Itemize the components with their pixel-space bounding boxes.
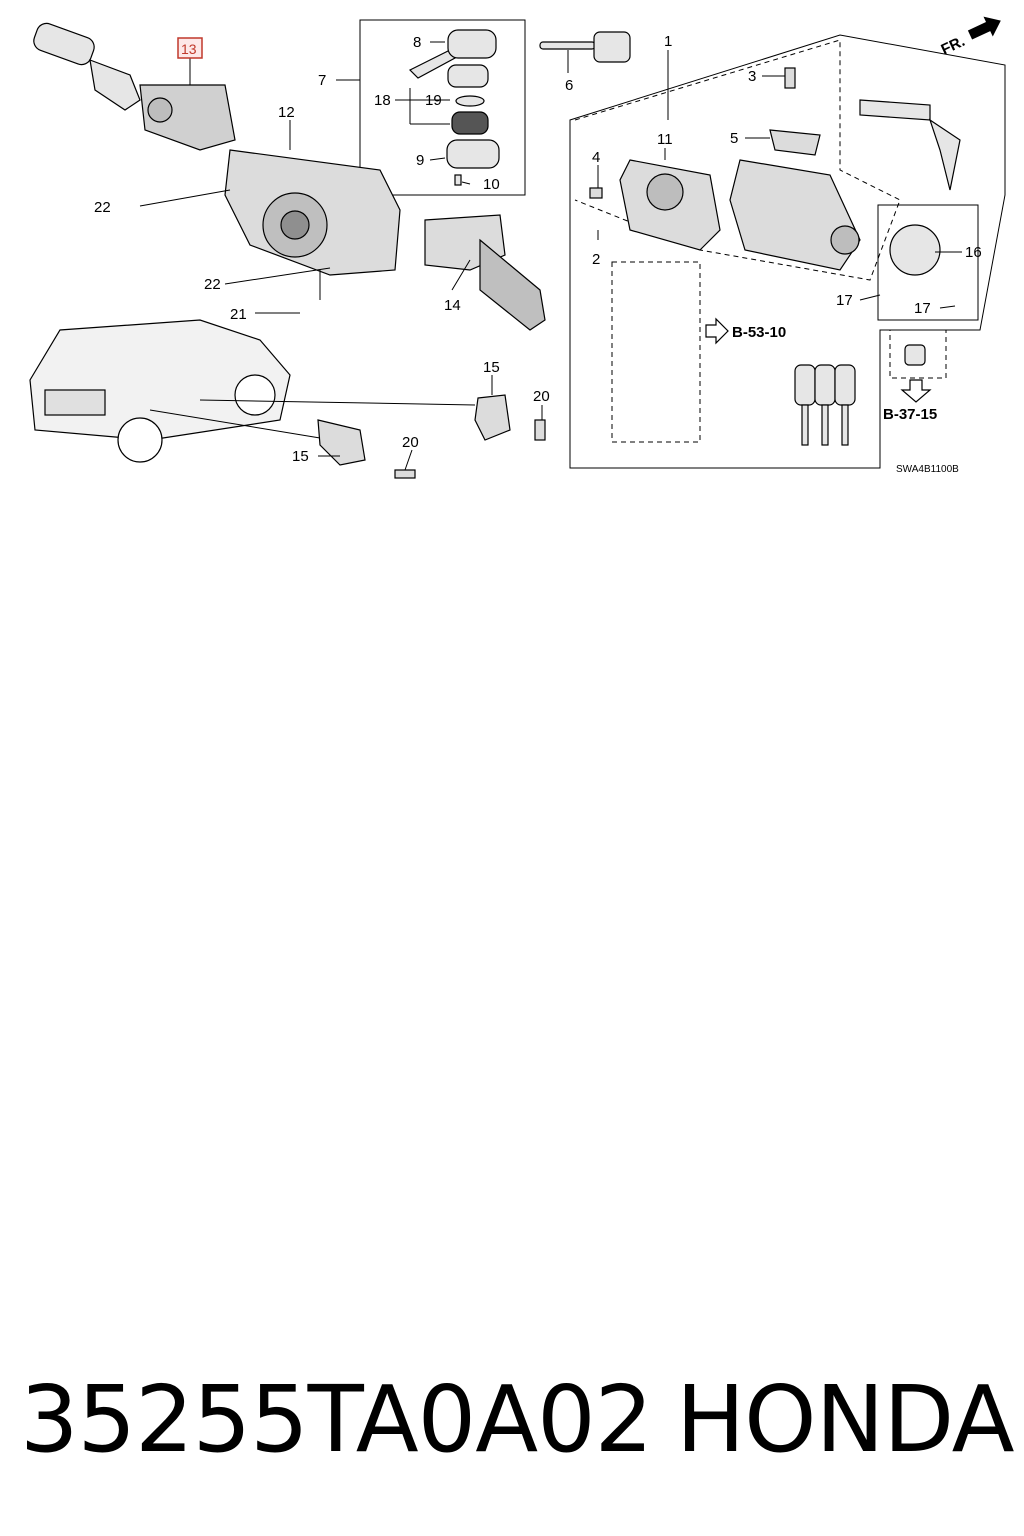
leader-lines: [139, 41, 962, 471]
callout-15-left[interactable]: 15: [292, 448, 309, 465]
ref-arrow-icon-b53: [705, 317, 729, 345]
callout-15-right[interactable]: 15: [483, 359, 500, 376]
brand-name: HONDA: [676, 1366, 1015, 1473]
callout-1[interactable]: 1: [664, 33, 672, 50]
front-direction-indicator: FR.: [938, 16, 1001, 59]
key-group-outline: [359, 19, 526, 196]
callout-4[interactable]: 4: [592, 149, 600, 166]
lock-cylinder-subbox: [877, 204, 979, 321]
callout-17-left[interactable]: 17: [836, 292, 853, 309]
key-transmitter-illustration: [408, 29, 631, 186]
door-switch-illustration: [317, 394, 546, 479]
callout-5[interactable]: 5: [730, 130, 738, 147]
callout-12[interactable]: 12: [278, 104, 295, 121]
callout-11[interactable]: 11: [657, 131, 673, 148]
vehicle-illustration: [29, 319, 291, 463]
callout-20-lower[interactable]: 20: [402, 434, 419, 451]
ref-b53-10[interactable]: B-53-10: [732, 324, 786, 341]
wiring-subbox: [611, 261, 701, 443]
callout-18[interactable]: 18: [374, 92, 391, 109]
callout-10[interactable]: 10: [483, 176, 500, 193]
cylinder-subbox: [889, 329, 947, 379]
callout-13[interactable]: 13: [181, 41, 197, 57]
callout-2[interactable]: 2: [592, 251, 600, 268]
direction-label: FR.: [938, 33, 967, 59]
combination-switch-body-illustration: [224, 149, 401, 276]
steering-lock-group-outline: [569, 34, 1006, 469]
turn-signal-switch-illustration: [33, 22, 236, 151]
callout-22-upper[interactable]: 22: [94, 199, 111, 216]
callout-7[interactable]: 7: [318, 72, 326, 89]
ref-arrow-icon-b37: [900, 379, 932, 403]
steering-lock-illustration: [589, 67, 861, 271]
wiper-switch-illustration: [424, 214, 546, 331]
callout-9[interactable]: 9: [416, 152, 424, 169]
part-number: 35255TA0A02: [20, 1366, 653, 1473]
callout-19[interactable]: 19: [425, 92, 442, 109]
callout-16[interactable]: 16: [965, 244, 982, 261]
ref-b37-15[interactable]: B-37-15: [883, 406, 937, 423]
parts-diagram: 13 12 14 22 22 21 7 8 18 19 9 10 6 1 3 5…: [29, 16, 1006, 479]
callout-14[interactable]: 14: [444, 297, 461, 314]
callout-20-right[interactable]: 20: [533, 388, 550, 405]
callout-8[interactable]: 8: [413, 34, 421, 51]
highlight-box-13: [177, 37, 203, 59]
callout-22-lower[interactable]: 22: [204, 276, 221, 293]
diagram-code: SWA4B1100B: [896, 464, 959, 475]
callout-17-right[interactable]: 17: [914, 300, 931, 317]
callout-6[interactable]: 6: [565, 77, 573, 94]
callout-3[interactable]: 3: [748, 68, 756, 85]
front-arrow-icon: [967, 16, 1001, 40]
keys-illustration: [794, 99, 961, 446]
callout-21[interactable]: 21: [230, 306, 247, 323]
